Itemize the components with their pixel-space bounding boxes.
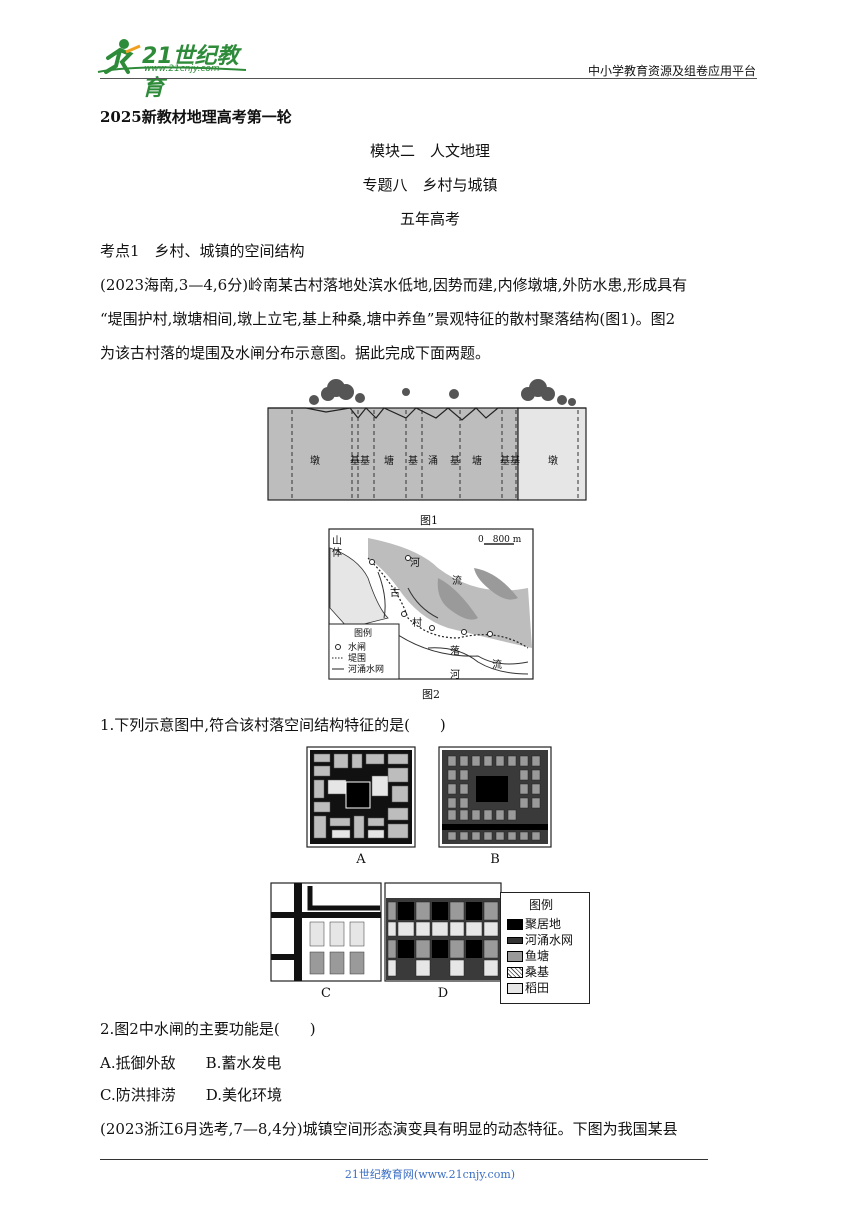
legend-swatch-paddy <box>507 983 523 994</box>
option-a-diagram <box>306 746 416 848</box>
tree-icon <box>309 379 576 406</box>
topic-title: 专题八 乡村与城镇 <box>362 176 498 194</box>
legend-label: 河涌水网 <box>525 933 574 947</box>
option-figure-b: B <box>438 746 552 872</box>
options-legend: 图例 聚居地 河涌水网 鱼塘 桑基 稻田 <box>500 892 590 1004</box>
fig1-label: 基 <box>500 456 510 467</box>
figure-2-caption: 图2 <box>422 688 440 701</box>
option-a-label: A <box>356 852 366 867</box>
legend-swatch-settlement <box>507 919 523 930</box>
figure-1: 墩 基 基 塘 基 涌 基 塘 基 基 墩 图1 <box>266 378 592 530</box>
map-label-village: 落 <box>450 646 460 657</box>
sluice-gate-icon <box>369 555 493 637</box>
scale-bar-text: 0 800 m <box>478 535 522 545</box>
option-figure-c: C <box>270 882 382 1006</box>
q2-option-c: C.防洪排涝 <box>100 1086 176 1104</box>
option-c-diagram <box>270 882 382 982</box>
map-legend-title: 图例 <box>354 629 373 639</box>
next-intro: (2023浙江6月选考,7—8,4分)城镇空间形态演变具有明显的动态特征。下图为… <box>100 1120 678 1138</box>
section-title: 五年高考 <box>399 210 460 228</box>
logo-url: www.21cnjy.com <box>144 64 220 74</box>
q2-option-a: A.抵御外敌 <box>100 1054 176 1072</box>
fig1-label: 塘 <box>472 456 482 467</box>
option-b-diagram <box>438 746 552 848</box>
map-label-river: 流 <box>492 660 502 671</box>
fig1-label: 墩 <box>548 456 558 467</box>
q2-option-d: D.美化环境 <box>205 1086 282 1104</box>
map-label-forest: 体 <box>332 548 342 559</box>
logo-text: 21世纪教育 <box>142 44 239 101</box>
option-figure-a: A <box>306 746 416 872</box>
options-legend-title: 图例 <box>529 898 554 912</box>
legend-swatch-fishpond <box>507 951 523 962</box>
option-b-label: B <box>490 852 500 867</box>
figure-2: 0 800 m 山 体 河 流 古 村 落 河 流 图例 水闸 堤围 河涌水网 … <box>328 528 534 708</box>
fig1-label: 基 <box>408 456 418 467</box>
q2-option-row-2: C.防洪排涝 D.美化环境 <box>100 1080 760 1110</box>
intro-line-1: (2023海南,3—4,6分)岭南某古村落地处滨水低地,因势而建,内修墩塘,外防… <box>100 276 688 294</box>
figure-2-map <box>328 528 534 680</box>
map-legend-item: 堤围 <box>348 654 367 664</box>
module-title: 模块二 人文地理 <box>369 142 490 160</box>
fig1-label: 基 <box>510 456 520 467</box>
intro-line-2: “堤围护村,墩塘相间,墩上立宅,基上种桑,塘中养鱼”景观特征的散村聚落结构(图1… <box>100 310 676 328</box>
exam-point: 考点1 乡村、城镇的空间结构 <box>100 242 305 260</box>
option-figure-d: D <box>384 882 502 1006</box>
site-logo: 21世纪教育 www.21cnjy.com <box>96 36 256 101</box>
q2-option-b: B.蓄水发电 <box>205 1054 282 1072</box>
legend-swatch-mulberry <box>507 967 523 978</box>
map-legend-item: 水闸 <box>348 643 367 653</box>
q2-option-row-1: A.抵御外敌 B.蓄水发电 <box>100 1048 760 1078</box>
footer-divider <box>100 1159 708 1160</box>
map-label-village: 古 <box>390 588 400 599</box>
question-1: 1.下列示意图中,符合该村落空间结构特征的是( ) <box>100 716 446 734</box>
intro-line-3: 为该古村落的堤围及水闸分布示意图。据此完成下面两题。 <box>100 344 491 362</box>
map-label-village: 村 <box>412 618 422 629</box>
fig1-label: 墩 <box>310 456 320 467</box>
map-label-mountain: 山 <box>332 536 342 547</box>
logo-runner-icon <box>97 39 247 74</box>
legend-label: 稻田 <box>525 981 550 995</box>
map-label-river: 流 <box>452 576 462 587</box>
figure-1-cross-section <box>267 379 587 501</box>
option-d-diagram <box>384 882 502 982</box>
fig1-label: 基 <box>350 456 360 467</box>
fig1-label: 涌 <box>428 456 438 467</box>
option-d-label: D <box>437 986 449 1001</box>
footer-text[interactable]: 21世纪教育网(www.21cnjy.com) <box>344 1168 516 1181</box>
legend-label: 鱼塘 <box>525 949 550 963</box>
legend-swatch-waterway <box>507 937 523 944</box>
header-platform-text: 中小学教育资源及组卷应用平台 <box>587 64 756 78</box>
map-label-river: 河 <box>410 558 420 569</box>
series-title: 2025新教材地理高考第一轮 <box>100 108 292 126</box>
legend-label: 桑基 <box>525 965 550 979</box>
header-divider <box>100 78 757 79</box>
fig1-label: 基 <box>360 456 370 467</box>
question-2: 2.图2中水闸的主要功能是( ) <box>100 1020 316 1038</box>
fig1-label: 塘 <box>384 456 394 467</box>
legend-label: 聚居地 <box>525 917 562 931</box>
map-legend-item: 河涌水网 <box>348 665 385 675</box>
figure-1-caption: 图1 <box>420 514 438 527</box>
fig1-label: 基 <box>450 456 460 467</box>
option-c-label: C <box>321 986 331 1001</box>
map-label-river: 河 <box>450 670 460 681</box>
